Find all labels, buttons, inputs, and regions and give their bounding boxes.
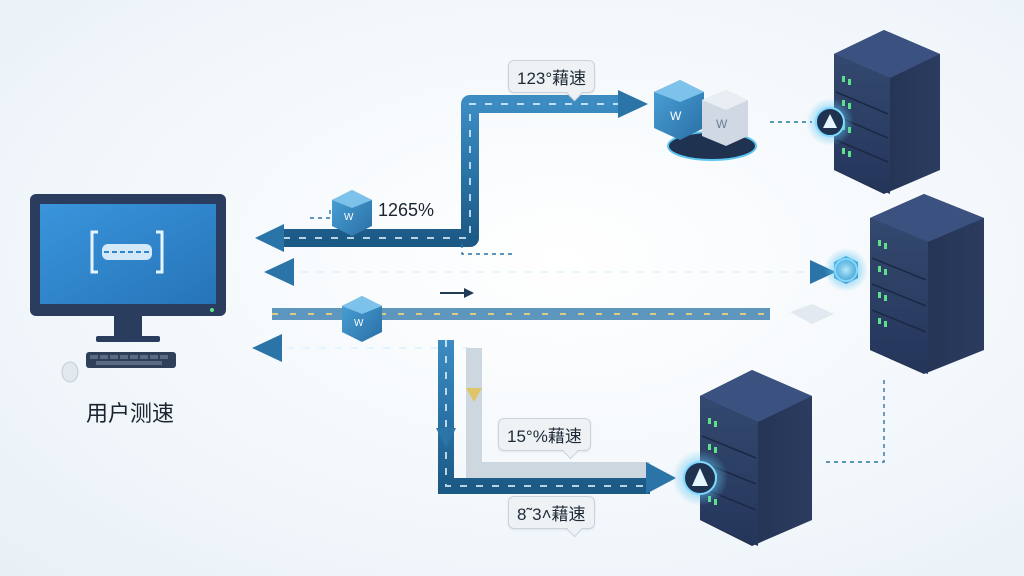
mouse-icon: [61, 361, 79, 383]
svg-text:W: W: [716, 117, 728, 131]
shield-icon: [672, 450, 728, 506]
package-box-icon: W: [332, 190, 372, 236]
server-rack-icon: [870, 194, 984, 374]
monitor-stand: [114, 316, 142, 338]
shield-icon: [824, 248, 868, 292]
flow-bottom-arrowhead-right: [646, 462, 676, 494]
left-percent-label: 1265%: [378, 200, 435, 220]
flow-bottom-down-arrow: [436, 428, 456, 448]
svg-text:W: W: [344, 212, 354, 223]
svg-text:W: W: [670, 109, 682, 123]
package-box-icon: W: [342, 296, 382, 342]
bottom-speed-bubble: 8˜3˄藉速: [508, 496, 595, 529]
shield-icon: [806, 98, 854, 146]
keyboard-icon: [86, 352, 176, 368]
user-speed-test-label: 用户测速: [86, 401, 175, 426]
flow-bottom-down-arrow-2: [466, 388, 482, 402]
user-computer: [30, 194, 226, 383]
middle-speed-bubble: 15°%藉速: [498, 418, 591, 451]
flow-bottom: [252, 334, 676, 494]
flow-top: [255, 90, 648, 252]
server-rack-icon: [834, 30, 940, 194]
fading-packet: [790, 304, 834, 324]
server-rack-icon: [700, 370, 812, 546]
package-box-icon: W W: [654, 80, 757, 161]
top-speed-bubble: 123°藉速: [508, 60, 596, 93]
flow-top-arrowhead-right: [618, 90, 648, 118]
flow-bottom-arrowhead: [252, 334, 282, 362]
flow-middle-1-arrowhead: [264, 258, 294, 286]
flow-top-arrowhead: [255, 224, 284, 252]
small-direction-arrow: [440, 288, 474, 298]
flow-middle-1-arrowhead-right: [810, 260, 836, 284]
flow-middle-1: [264, 258, 836, 286]
svg-text:W: W: [354, 318, 364, 329]
dashed-connectors: [310, 121, 885, 463]
speed-test-screen-icon: [90, 230, 164, 274]
